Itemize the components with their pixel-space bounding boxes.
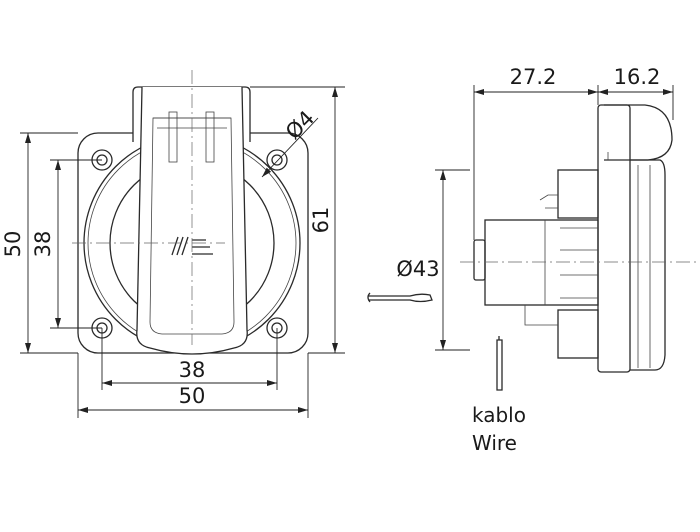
dim-diameter: Ø43 [396,257,439,281]
rear-body [484,219,599,306]
wire-icon [496,336,503,391]
brand-logo-icon [171,236,213,256]
screwdriver-icon [367,292,433,303]
hinged-cover [132,86,251,355]
dim-width-holes: 38 [179,358,206,382]
dim-hole-diameter: Ø4 [281,106,319,144]
side-view: 27.2 16.2 Ø43 kablo Wire [367,65,700,455]
front-plate [597,104,631,373]
dim-depth-front: 16.2 [614,65,661,89]
dim-height-total: 61 [309,207,333,234]
front-view: 61 50 38 38 50 Ø4 [1,70,345,418]
wire-label-tr: kablo [472,403,526,427]
dim-height-outer: 50 [1,231,25,258]
dim-height-holes: 38 [31,231,55,258]
dim-width-outer: 50 [179,384,206,408]
wire-label-en: Wire [472,431,517,455]
dim-depth-rear: 27.2 [510,65,557,89]
